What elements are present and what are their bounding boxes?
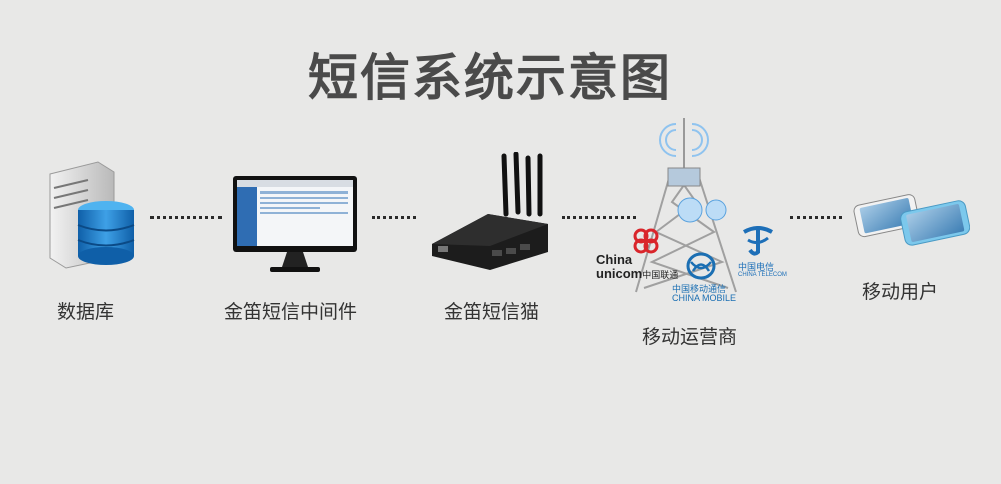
- diagram-title: 短信系统示意图: [308, 49, 672, 107]
- unicom-knot-icon: [633, 228, 659, 254]
- middleware-node: [232, 175, 358, 275]
- mobile-logo-cn: 中国移动通信: [672, 284, 727, 294]
- database-node: [40, 158, 140, 270]
- database-server-icon: [49, 161, 135, 269]
- unicom-logo-en: unicom: [596, 266, 643, 281]
- modem-node: [428, 151, 552, 272]
- middleware-label: 金笛短信中间件: [224, 301, 358, 323]
- smartphones-icon: [853, 194, 971, 246]
- connector-1: [150, 216, 222, 219]
- china-mobile-logo-icon: [686, 252, 716, 280]
- monitor-icon: [233, 176, 357, 272]
- unicom-logo-line1: China: [596, 252, 633, 267]
- operator-node: China unicom中国联通 中国移动通信 CHINA MOBILE 中国电…: [596, 112, 787, 308]
- connector-2: [372, 216, 416, 219]
- database-label: 数据库: [57, 301, 115, 323]
- modem-label: 金笛短信猫: [444, 301, 540, 323]
- connector-4: [790, 216, 842, 219]
- operator-label: 移动运营商: [642, 326, 738, 348]
- telecom-logo-cn: 中国电信: [738, 262, 775, 272]
- connector-3: [562, 216, 636, 219]
- telecom-logo-icon: [743, 226, 773, 256]
- users-label: 移动用户: [862, 281, 939, 303]
- unicom-logo-line2: unicom中国联通: [596, 266, 678, 281]
- users-node: [850, 188, 971, 248]
- telecom-logo-en: CHINA TELECOM: [738, 272, 787, 278]
- mobile-logo-en: CHINA MOBILE: [672, 293, 737, 303]
- sms-modem-icon: [432, 151, 548, 270]
- unicom-logo-cn: 中国联通: [642, 270, 679, 280]
